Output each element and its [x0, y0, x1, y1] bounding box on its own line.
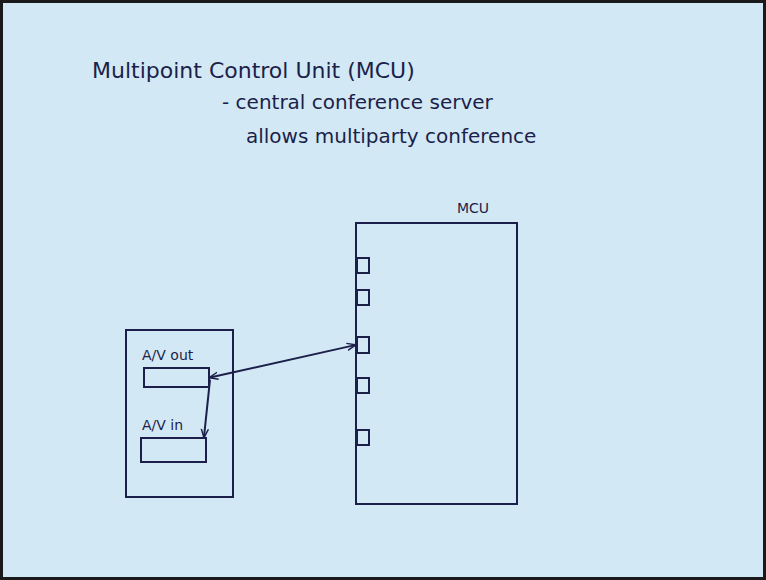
terminal-box — [126, 330, 233, 497]
box-heading: A/V out — [142, 347, 193, 363]
note: - central conference server — [222, 90, 493, 114]
port — [357, 258, 369, 273]
port — [357, 378, 369, 393]
port — [357, 337, 369, 353]
av-box: A/V out — [143, 367, 210, 388]
box-heading: A/V in — [142, 417, 183, 433]
port — [357, 430, 369, 445]
mcu-box: MCU — [355, 222, 518, 505]
box-heading: MCU — [457, 200, 489, 216]
connector-arrow — [204, 380, 210, 437]
av-box: A/V in — [140, 437, 207, 463]
title: Multipoint Control Unit (MCU) — [92, 58, 415, 83]
note: allows multiparty conference — [246, 124, 536, 148]
port — [357, 290, 369, 305]
mcu-ports — [357, 258, 369, 445]
connector-arrow — [210, 345, 355, 377]
